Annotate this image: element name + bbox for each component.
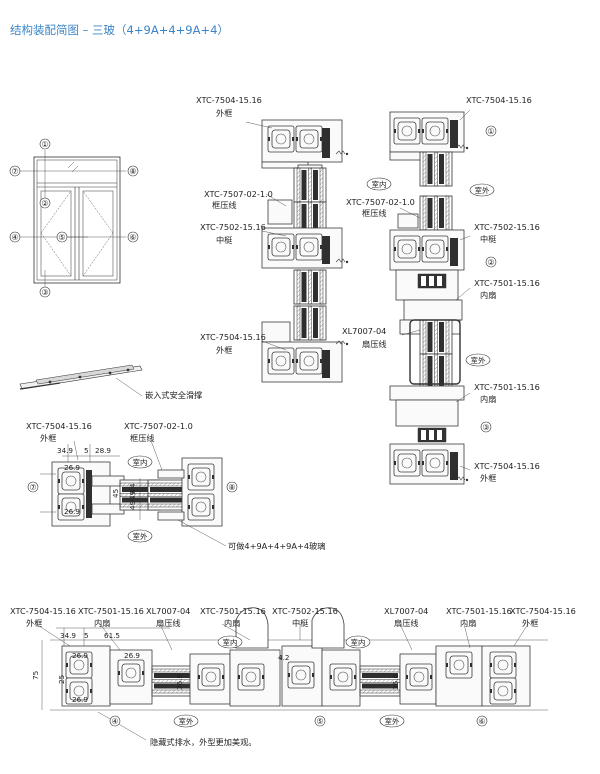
d-label-8: 内扇 <box>224 618 240 628</box>
section-d: XTC-7504-15.16 外框 XTC-7501-15.16 内扇 XL70… <box>10 606 576 747</box>
d-dim-5: 26.9 <box>72 695 88 704</box>
section-a: XTC-7504-15.16 外框 XTC-7507-02-1.0 框压线 XT… <box>196 95 349 383</box>
d-dim-2: 5 <box>84 631 89 640</box>
c-dim-5: 26.9 <box>64 507 80 516</box>
b-zone-outdoor-1: 室外 <box>475 185 490 195</box>
d-dim-3: 61.5 <box>104 631 120 640</box>
d-label-9: XTC-7502-15.16 <box>272 606 338 616</box>
d-label-13: XTC-7501-15.16 <box>446 606 512 616</box>
d-label-14: 内扇 <box>460 618 476 628</box>
d-label-11: XL7007-04 <box>384 606 428 616</box>
c-dim-2: 5 <box>84 446 89 455</box>
d-dim-6: 26.9 <box>124 651 140 660</box>
b-label-3: XTC-7507-02-1.0 <box>346 197 415 207</box>
d-label-4: 内扇 <box>94 618 110 628</box>
d-marker-5: ⑤ <box>316 717 323 726</box>
d-zone-2: 室外 <box>179 716 194 726</box>
marker-4: ④ <box>11 233 18 242</box>
a-label-2: 外框 <box>216 108 232 118</box>
b-zone-outdoor-2: 室外 <box>471 355 486 365</box>
d-zone-1: 室内 <box>223 637 238 647</box>
marker-5: ⑤ <box>58 233 65 242</box>
d-label-2: 外框 <box>26 618 42 628</box>
d-dim-11: 36.6 <box>391 674 400 690</box>
d-dim-1: 34.9 <box>60 631 76 640</box>
marker-7: ⑦ <box>11 167 18 176</box>
marker-6: ⑥ <box>129 233 136 242</box>
marker-2: ② <box>41 199 48 208</box>
c-zone-outdoor: 室外 <box>133 531 148 541</box>
a-label-4: 框压线 <box>212 200 237 210</box>
d-label-6: 扇压线 <box>156 618 181 628</box>
c-dim-4: 26.9 <box>64 463 80 472</box>
d-dim-8: 25 <box>57 675 66 684</box>
d-label-5: XL7007-04 <box>146 606 190 616</box>
a-label-6: 中梃 <box>216 235 232 245</box>
d-label-15: XTC-7504-15.16 <box>510 606 576 616</box>
d-marker-6: ⑥ <box>478 717 485 726</box>
d-label-16: 外框 <box>522 618 538 628</box>
marker-1: ① <box>41 140 48 149</box>
c-label-2: 外框 <box>40 433 56 443</box>
d-dim-4: 26.9 <box>72 651 88 660</box>
c-label-4: 框压线 <box>130 433 155 443</box>
c-dim-7: 49 <box>128 500 137 510</box>
b-label-8: 中梃 <box>480 234 496 244</box>
b-label-1: XTC-7504-15.16 <box>466 95 532 105</box>
c-zone-indoor: 室内 <box>133 457 148 467</box>
c-dim-8: 49 <box>128 490 137 500</box>
a-label-7: XTC-7504-15.16 <box>200 332 266 342</box>
b-label-4: 框压线 <box>362 208 387 218</box>
c-dim-6: 45 <box>111 489 120 498</box>
d-label-7: XTC-7501-15.16 <box>200 606 266 616</box>
d-note: 隐藏式排水，外型更加美观。 <box>150 737 256 747</box>
d-label-3: XTC-7501-15.16 <box>78 606 144 616</box>
b-marker-1: ① <box>487 127 494 136</box>
b-label-15: XTC-7501-15.16 <box>474 382 540 392</box>
d-dim-7: 75 <box>31 671 40 680</box>
d-dim-10: 36.6 <box>175 674 184 690</box>
a-label-3: XTC-7507-02-1.0 <box>204 189 273 199</box>
d-dim-9: 4.2 <box>278 653 289 662</box>
a-label-8: 外框 <box>216 345 232 355</box>
d-label-12: 扇压线 <box>394 618 419 628</box>
c-dim-10: 4 <box>128 483 137 488</box>
window-elevation: ① ② ③ ④ ⑤ ⑥ ⑦ ⑧ <box>9 138 139 298</box>
c-marker-8: ⑧ <box>228 483 235 492</box>
c-note: 可做4+9A+4+9A+4玻璃 <box>228 541 325 551</box>
b-marker-2: ② <box>487 258 494 267</box>
b-label-16: 内扇 <box>480 394 496 404</box>
c-label-1: XTC-7504-15.16 <box>26 421 92 431</box>
slide-support: 嵌入式安全滑撑 <box>19 364 202 400</box>
c-dim-9: 4 <box>128 489 137 494</box>
a-label-1: XTC-7504-15.16 <box>196 95 262 105</box>
c-dim-1: 34.9 <box>57 446 73 455</box>
c-label-3: XTC-7507-02-1.0 <box>124 421 193 431</box>
marker-3: ③ <box>41 288 48 297</box>
b-label-19: 外框 <box>480 473 496 483</box>
a-label-5: XTC-7502-15.16 <box>200 222 266 232</box>
b-label-13: 扇压线 <box>362 339 387 349</box>
b-label-18: XTC-7504-15.16 <box>474 461 540 471</box>
page-title: 结构装配简图 – 三玻（4+9A+4+9A+4） <box>10 23 229 37</box>
b-label-10: XTC-7501-15.16 <box>474 278 540 288</box>
c-dim-3: 28.9 <box>95 446 111 455</box>
b-label-12: XL7007-04 <box>342 326 386 336</box>
b-label-11: 内扇 <box>480 290 496 300</box>
b-label-7: XTC-7502-15.16 <box>474 222 540 232</box>
slide-support-label: 嵌入式安全滑撑 <box>145 390 202 400</box>
section-b: XTC-7504-15.16 ① XTC-7507-02-1.0 框压线 室内 … <box>342 95 540 485</box>
d-marker-4: ④ <box>111 717 118 726</box>
section-c: XTC-7504-15.16 外框 XTC-7507-02-1.0 框压线 室内… <box>26 421 325 551</box>
b-marker-3: ③ <box>482 423 489 432</box>
d-label-10: 中梃 <box>292 618 308 628</box>
marker-8: ⑧ <box>129 167 136 176</box>
d-label-1: XTC-7504-15.16 <box>10 606 76 616</box>
c-marker-7: ⑦ <box>29 483 36 492</box>
d-zone-4: 室外 <box>385 716 400 726</box>
b-zone-indoor: 室内 <box>372 179 387 189</box>
d-zone-3: 室内 <box>351 637 366 647</box>
